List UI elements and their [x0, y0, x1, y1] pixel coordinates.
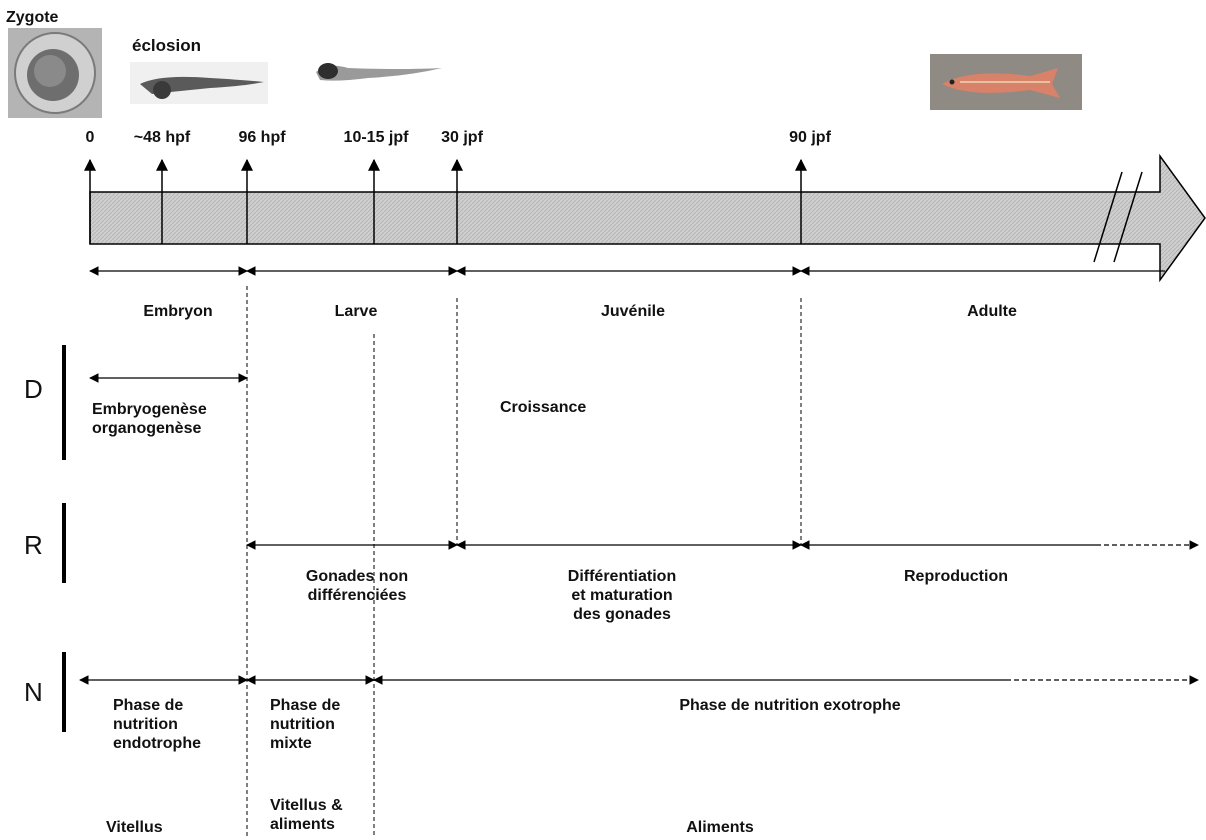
timepoint-label: 0	[85, 129, 95, 146]
food-mixed: Vitellus & aliments	[270, 797, 343, 834]
timepoint-label: 30 jpf	[441, 129, 483, 146]
larva-photo	[308, 58, 448, 90]
timepoint-label: 10-15 jpf	[343, 129, 409, 146]
time-arrow	[89, 153, 1206, 283]
stage-embryon: Embryon	[143, 303, 213, 320]
axis-break-mark	[1113, 171, 1143, 263]
gonad-maturation-label: Différentiation et maturation des gonade…	[567, 568, 677, 624]
row-bar-d	[62, 345, 66, 460]
growth-label: Croissance	[500, 399, 587, 416]
timepoint-label: ~48 hpf	[133, 129, 191, 146]
endotrophic-label: Phase de nutrition endotrophe	[113, 697, 201, 753]
hatching-larva-photo	[130, 62, 268, 104]
row-label-d: D	[24, 374, 43, 404]
row-label-n: N	[24, 677, 43, 707]
zygote-photo	[8, 28, 102, 118]
timepoint-label: 90 jpf	[789, 129, 831, 146]
zygote-label: Zygote	[6, 9, 59, 26]
row-label-r: R	[24, 530, 43, 560]
food-aliments: Aliments	[686, 819, 754, 836]
stage-juvenile: Juvénile	[600, 303, 666, 320]
undifferentiated-gonads-label: Gonades non différenciées	[305, 568, 409, 605]
mixed-nutrition-label: Phase de nutrition mixte	[270, 697, 341, 753]
timepoint-label: 96 hpf	[238, 129, 286, 146]
axis-break-mark	[1093, 171, 1123, 263]
reproduction-label: Reproduction	[904, 568, 1008, 585]
stage-larve: Larve	[334, 303, 378, 320]
eclosion-label: éclosion	[132, 36, 201, 55]
stage-adulte: Adulte	[967, 303, 1017, 320]
exotrophic-label: Phase de nutrition exotrophe	[679, 697, 901, 714]
row-bar-n	[62, 652, 66, 732]
row-bar-r	[62, 503, 66, 583]
food-vitellus: Vitellus	[106, 819, 163, 836]
adult-fish-photo	[930, 54, 1082, 110]
embryogenesis-label: Embryogenèse organogenèse	[92, 401, 207, 438]
